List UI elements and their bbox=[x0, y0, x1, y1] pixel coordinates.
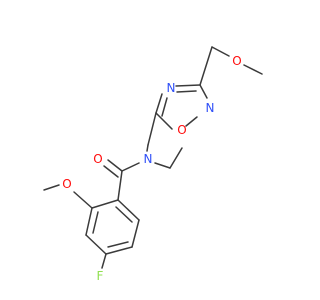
bonds bbox=[43, 46, 263, 269]
bond-c-carbonyl-o-double bbox=[103, 165, 119, 178]
bond-n-amide-c-carbonyl bbox=[121, 162, 140, 172]
bond-c-carbonyl-o bbox=[107, 159, 123, 172]
bond-ar-c6-c1-double bbox=[115, 206, 133, 223]
bond-ar-c4-f bbox=[101, 253, 107, 269]
bond-ar-c4-c5-double bbox=[107, 241, 129, 248]
bond-c5-n-upper-double bbox=[161, 97, 168, 117]
bond-n-upper-c3 bbox=[175, 84, 201, 87]
atom-o-methoxy-top: O bbox=[232, 54, 241, 68]
atom-o-methoxy-aryl: O bbox=[62, 177, 71, 191]
bond-ethyl-ch2-ch3 bbox=[169, 147, 183, 169]
atom-labels: O N N O N O O F bbox=[62, 54, 241, 283]
atom-o-carbonyl: O bbox=[93, 152, 102, 166]
bond-ar-c3-c4 bbox=[85, 234, 107, 255]
molecule-structure-diagram: O N N O N O O F bbox=[43, 46, 263, 283]
bond-ar-c5-c6 bbox=[131, 219, 140, 248]
bond-o-ch2-top bbox=[211, 46, 230, 57]
atom-o-ring: O bbox=[177, 123, 186, 137]
atom-f: F bbox=[97, 269, 104, 283]
bond-ar-c2-c3-double bbox=[92, 211, 99, 234]
atom-n-ring-right: N bbox=[206, 101, 215, 115]
atom-n-ring-upper: N bbox=[167, 81, 176, 95]
bond-c-carbonyl-aryl bbox=[117, 170, 123, 201]
bond-o-ring-c5 bbox=[155, 112, 173, 130]
bond-c5-n-upper bbox=[155, 93, 163, 114]
bond-n-upper-c3-double bbox=[176, 90, 197, 93]
bond-n-amide-ch2-ethyl bbox=[154, 162, 171, 169]
bond-c5-ch2 bbox=[147, 112, 157, 146]
bond-ar-c6-c1 bbox=[117, 199, 140, 221]
bond-ch3-o-top bbox=[243, 64, 263, 75]
bond-ar-c4-c5 bbox=[105, 246, 133, 255]
bond-n-right-o-ring bbox=[185, 116, 198, 127]
bond-o-methoxy-ch3 bbox=[43, 184, 60, 191]
bond-ch2-n-amide bbox=[146, 144, 149, 152]
bond-ar-c2-c3 bbox=[85, 207, 93, 236]
atom-n-amide: N bbox=[144, 152, 153, 166]
bond-ch2-c3 bbox=[199, 46, 213, 86]
bond-c3-n-right bbox=[199, 84, 208, 99]
bond-ar-c2-o-methoxy bbox=[73, 191, 93, 209]
bond-ar-c1-c2 bbox=[91, 199, 119, 209]
